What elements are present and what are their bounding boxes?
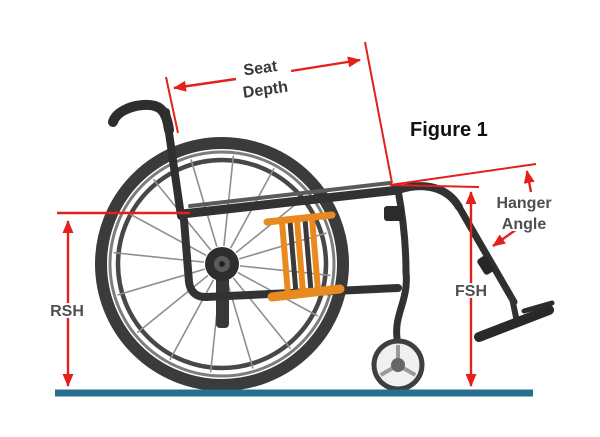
spoke-line xyxy=(136,274,209,334)
seat-depth-extension-left xyxy=(165,76,179,134)
wheelchair-illustration xyxy=(55,99,555,397)
handrim xyxy=(115,157,329,371)
backrest xyxy=(108,99,185,220)
spoke-line xyxy=(125,211,207,257)
front-bend-tube xyxy=(394,182,463,211)
dark-bar xyxy=(287,218,299,296)
seat-depth-dimension xyxy=(165,41,393,184)
axle-plate xyxy=(216,276,229,328)
hanger-angle-up-arrow xyxy=(523,170,535,193)
hub-axle xyxy=(219,261,225,267)
heel-hook xyxy=(521,300,555,314)
backrest-post xyxy=(162,108,185,220)
seat-depth-extension-right xyxy=(364,41,393,184)
footplate xyxy=(474,305,554,342)
caster-hub xyxy=(391,358,405,372)
sideguard-clamp xyxy=(384,206,404,221)
seat-depth-arrow-left xyxy=(173,77,237,92)
figure-title: Figure 1 xyxy=(410,119,488,141)
hanger-angle-upper-line xyxy=(389,163,537,186)
orange-crossbar-top xyxy=(263,211,336,226)
spoke-line xyxy=(232,277,292,350)
seat-depth-arrow-right xyxy=(290,56,361,73)
caster-spokes xyxy=(379,345,417,377)
dark-bar xyxy=(302,216,314,294)
backrest-mechanism xyxy=(263,211,345,302)
seat-top-rail xyxy=(188,181,392,208)
side-frame-tube xyxy=(180,216,402,301)
rsh-dimension xyxy=(57,211,190,387)
caster-fork xyxy=(393,268,410,342)
seat-depth-label-line1: Seat xyxy=(242,58,278,80)
caster-spoke-line xyxy=(379,365,395,377)
orange-bar xyxy=(309,215,321,293)
hanger-angle-pointer-arrow xyxy=(492,228,518,247)
caster-assembly xyxy=(371,268,425,392)
rear-tire xyxy=(95,137,349,391)
fsh-label: FSH xyxy=(455,283,487,300)
push-handle xyxy=(108,99,174,135)
hanger-clamp xyxy=(477,255,494,275)
orange-bar xyxy=(294,217,306,295)
frame xyxy=(177,181,410,301)
front-downtube xyxy=(394,186,410,276)
rsh-label: RSH xyxy=(50,303,84,320)
hanger-angle-label-line1: Hanger xyxy=(496,195,551,212)
hanger-angle-label-line2: Angle xyxy=(502,216,547,233)
hanger-angle-lower-line xyxy=(389,184,480,188)
seat-depth-label: Seat Depth xyxy=(240,56,290,103)
seat-rail xyxy=(177,185,403,219)
caster-spoke-line xyxy=(401,365,417,377)
annotations xyxy=(57,41,537,387)
orange-bar xyxy=(279,219,291,297)
orange-crossbar-bottom xyxy=(267,284,345,302)
hanger-angle-annotation xyxy=(389,163,537,247)
rear-rim xyxy=(108,150,336,378)
seat-depth-label-line2: Depth xyxy=(242,79,289,102)
